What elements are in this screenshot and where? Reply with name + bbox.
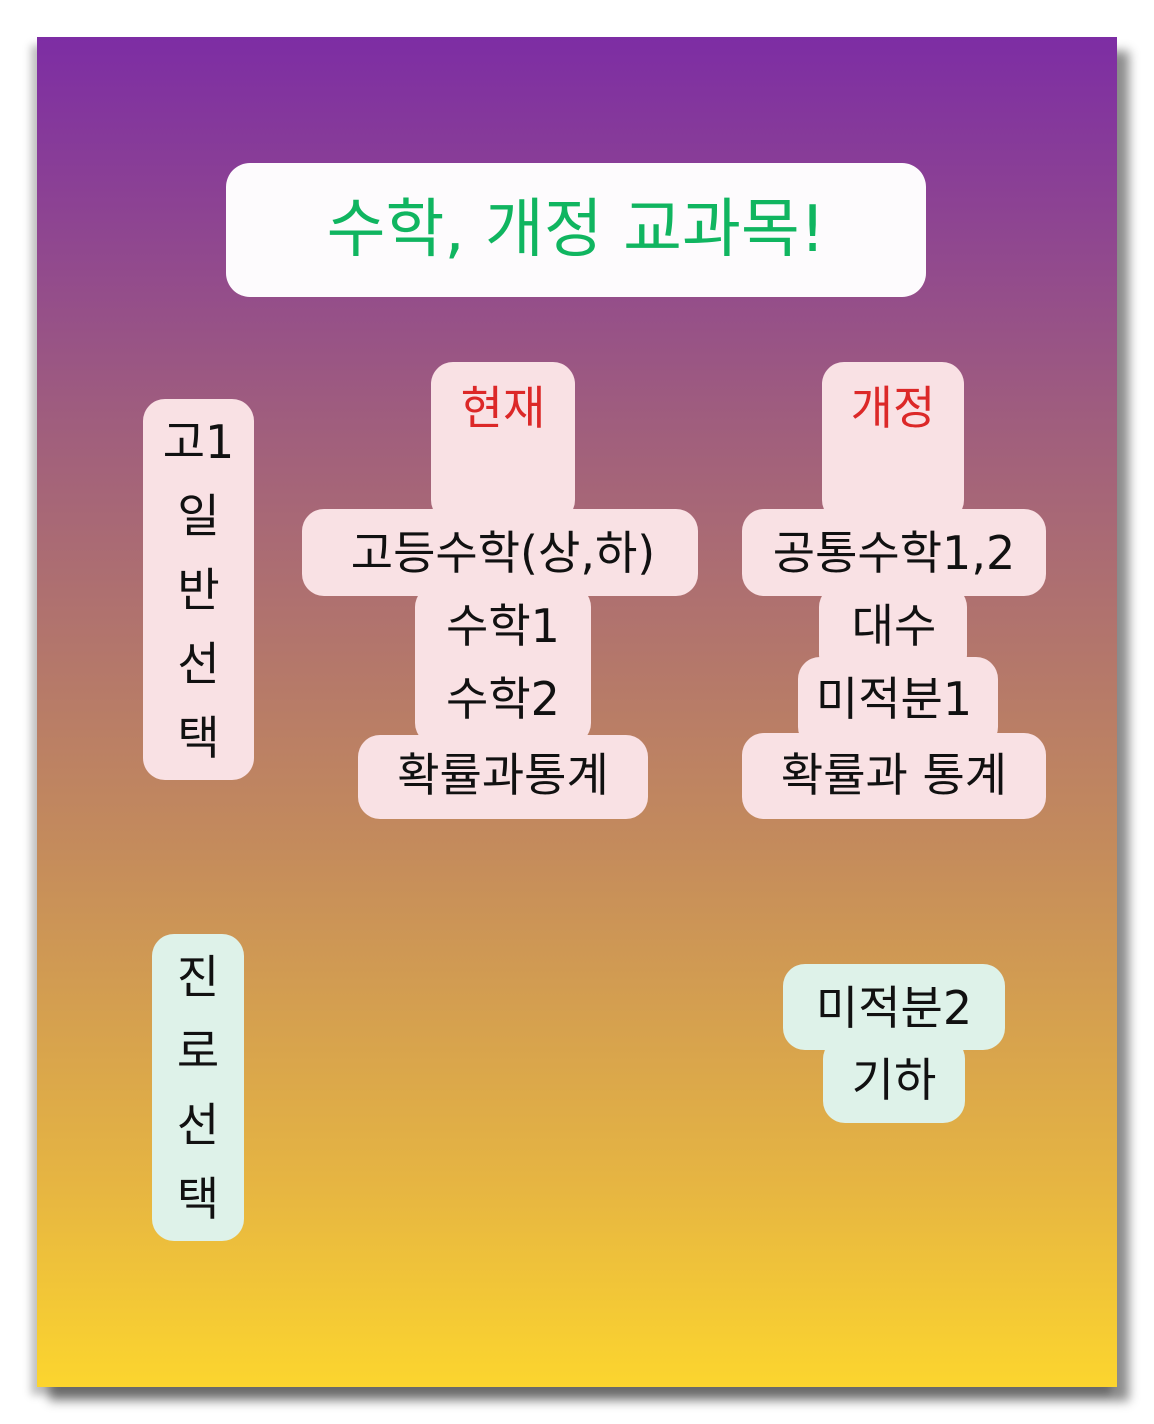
revised-row-box	[742, 509, 1046, 596]
current-subject: 수학2	[446, 672, 560, 726]
general-elective-char: 택	[177, 710, 220, 765]
page-title: 수학, 개정 교과목!	[326, 193, 826, 267]
title-box: 수학, 개정 교과목!	[226, 163, 926, 297]
current-subject: 수학1	[446, 599, 560, 653]
current-subject: 확률과통계	[397, 748, 609, 802]
general-elective-label: 고1 일 반 선 택	[143, 399, 254, 780]
revised-subject: 공통수학1,2	[772, 526, 1016, 580]
career-row-box	[783, 964, 1005, 1050]
revised-subject: 미적분1	[815, 672, 973, 726]
general-elective-char: 반	[177, 562, 220, 617]
current-row-box	[415, 585, 591, 745]
career-elective-label: 진 로 선 택	[152, 934, 244, 1241]
career-subject: 미적분2	[815, 981, 973, 1035]
general-elective-char: 선	[177, 636, 220, 691]
career-elective-box	[152, 934, 244, 1241]
career-elective-char: 선	[176, 1097, 220, 1152]
current-subject: 고등수학(상,하)	[350, 526, 656, 580]
current-heading-box	[431, 362, 575, 522]
current-heading: 현재	[460, 381, 546, 435]
career-elective-char: 진	[176, 949, 220, 1004]
revised-subject: 대수	[851, 599, 937, 653]
revised-row-box	[742, 733, 1046, 819]
career-elective-char: 택	[176, 1171, 220, 1226]
poster: 수학, 개정 교과목! 고1 일 반 선 택 진 로 선 택 현재 고등수학(상…	[37, 37, 1117, 1387]
career-elective-char: 로	[176, 1023, 220, 1078]
current-row-box	[358, 735, 648, 819]
revised-heading-box	[822, 362, 964, 522]
general-elective-box	[143, 399, 254, 780]
career-row-box	[823, 1037, 965, 1123]
career-subject: 기하	[851, 1053, 937, 1107]
revised-subject: 확률과 통계	[780, 748, 1008, 802]
general-elective-char: 일	[177, 488, 220, 543]
revised-heading: 개정	[850, 381, 936, 435]
general-elective-char: 고1	[162, 414, 235, 469]
current-row-box	[302, 509, 698, 596]
